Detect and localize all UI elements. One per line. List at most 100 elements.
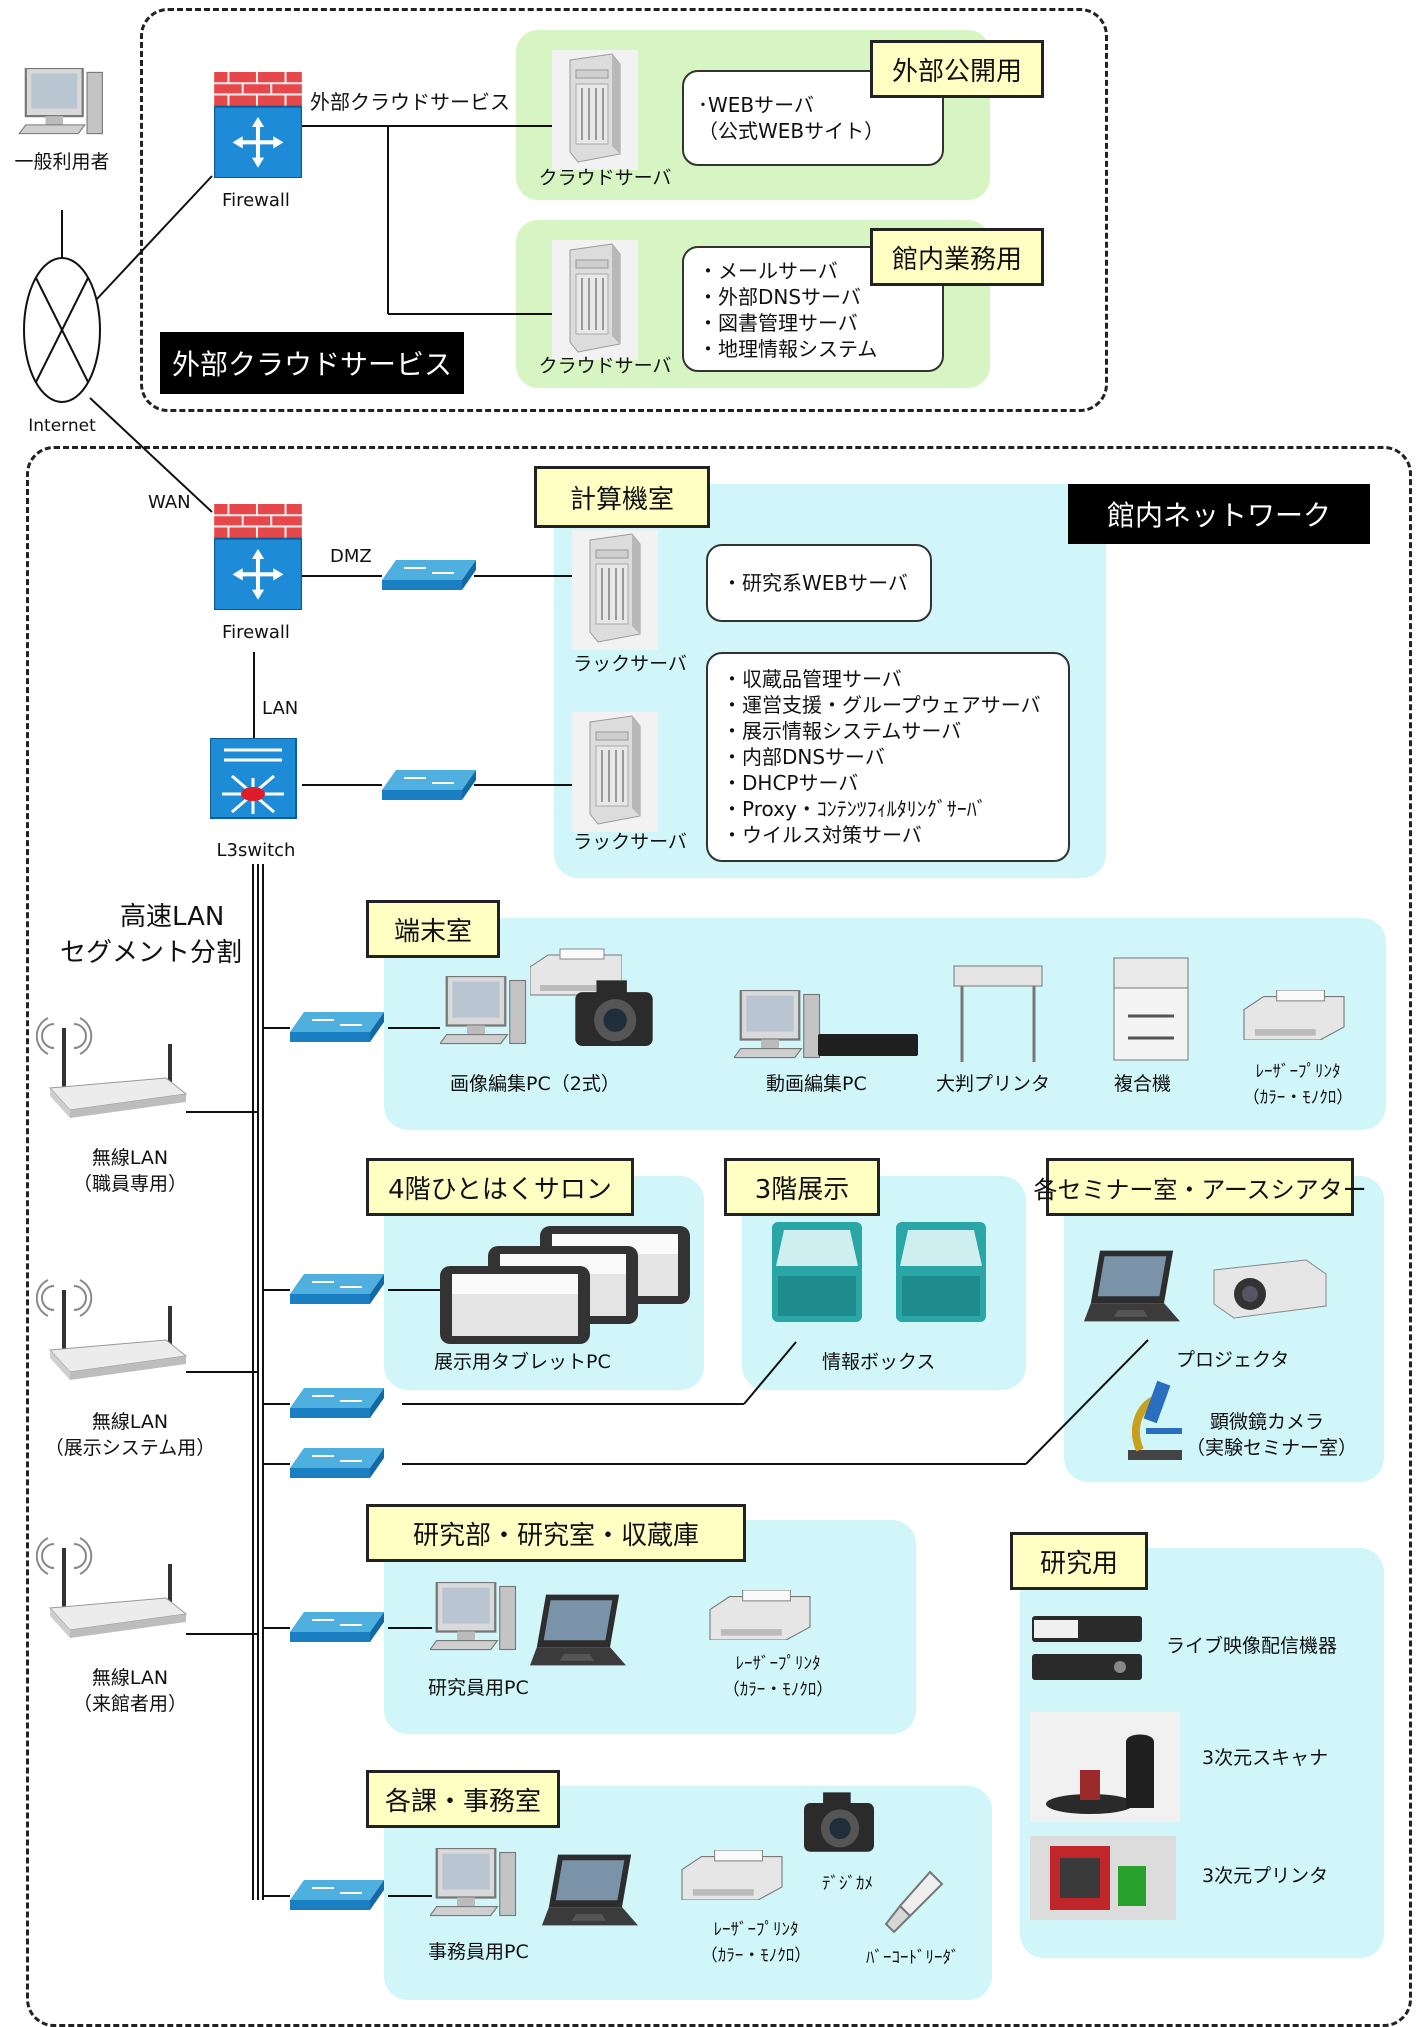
- rack1-service-item: ・研究系WEBサーバ: [722, 571, 908, 595]
- lan-region: [26, 446, 1412, 2027]
- public-cloud-server-label: クラウドサーバ: [538, 167, 672, 189]
- research-hub-icon: [290, 1612, 385, 1643]
- internal-cloud-server-label: クラウドサーバ: [538, 355, 672, 377]
- 3d-scanner-icon: [1030, 1712, 1180, 1822]
- dmz-hub-icon: [382, 560, 477, 591]
- study-title: 研究用: [1010, 1532, 1148, 1590]
- rack2-service-item: ・収蔵品管理サーバ: [722, 667, 902, 691]
- terminal-room-title: 端末室: [366, 900, 500, 958]
- office-printer-label: ﾚｰｻﾞｰﾌﾟﾘﾝﾀ: [713, 1920, 799, 1940]
- laser-printer-1-sub: （ｶﾗｰ・ﾓﾉｸﾛ）: [1242, 1088, 1354, 1108]
- mfp-icon: [1113, 957, 1189, 1061]
- l3switch-icon: [210, 738, 298, 820]
- salon-hub-icon: [290, 1274, 385, 1305]
- projector-icon: [1213, 1259, 1327, 1319]
- wireless-router-3-icon: [36, 1537, 187, 1639]
- wireless-router-2-icon: [36, 1279, 187, 1381]
- office-camera-icon: [804, 1792, 874, 1852]
- public-service-item: （公式WEBサイト）: [698, 119, 885, 143]
- internal-service-item: ・メールサーバ: [698, 259, 838, 283]
- camera-icon: [575, 980, 653, 1046]
- office-title: 各課・事務室: [366, 1770, 560, 1828]
- office-laptop-icon: [542, 1854, 638, 1926]
- image-pc-icon: [440, 976, 527, 1045]
- microscope-label: 顕微鏡カメラ: [1210, 1411, 1325, 1433]
- 3d-printer-label: 3次元プリンタ: [1202, 1865, 1329, 1887]
- wireless-2-sub: （展示システム用）: [44, 1437, 216, 1459]
- wireless-3-name: 無線LAN: [91, 1667, 169, 1689]
- laser-printer-1-label: ﾚｰｻﾞｰﾌﾟﾘﾝﾀ: [1255, 1062, 1341, 1082]
- cloud-region: [140, 8, 1108, 412]
- cloud-title: 外部クラウドサービス: [160, 332, 464, 394]
- research-printer-icon: [709, 1590, 811, 1640]
- internet-label: Internet: [28, 416, 96, 436]
- seminar-laptop-icon: [1084, 1250, 1180, 1322]
- dmz-label: DMZ: [330, 546, 372, 567]
- large-printer-label: 大判プリンタ: [936, 1073, 1051, 1095]
- public-service-item: ･WEBサーバ: [698, 93, 814, 117]
- rack-server-1-icon: [572, 530, 658, 650]
- tablet-label: 展示用タブレットPC: [434, 1351, 611, 1373]
- video-pc-label: 動画編集PC: [766, 1073, 867, 1095]
- rack2-service-item: ・内部DNSサーバ: [722, 745, 885, 769]
- live-streaming-label: ライブ映像配信機器: [1166, 1635, 1338, 1657]
- wireless-router-1-icon: [36, 1017, 187, 1119]
- terminal-hub-icon: [290, 1012, 385, 1043]
- wan-label: WAN: [148, 492, 191, 513]
- microscope-sub: （実験セミナー室）: [1186, 1437, 1358, 1459]
- infobox-2-icon: [896, 1222, 986, 1322]
- salon-title: 4階ひとはくサロン: [366, 1158, 634, 1216]
- video-pc-icon: [734, 990, 821, 1059]
- rack2-service-item: ・展示情報システムサーバ: [722, 719, 962, 743]
- rack-server-2-icon: [572, 712, 658, 832]
- rack2-service-item: ・DHCPサーバ: [722, 771, 859, 795]
- mfp-label: 複合機: [1114, 1073, 1172, 1095]
- cloud-firewall-label: Firewall: [222, 190, 290, 211]
- public-services-box: ･WEBサーバ （公式WEBサイト）: [682, 70, 944, 166]
- cloud-firewall-icon: [214, 72, 302, 178]
- lan-label: LAN: [262, 698, 299, 719]
- public-cloud-server-icon: [552, 50, 638, 170]
- research-pc-label: 研究員用PC: [428, 1677, 529, 1699]
- cloud-line-label: 外部クラウドサービス: [310, 90, 510, 114]
- research-laptop-icon: [530, 1594, 626, 1666]
- rack2-service-item: ・ウイルス対策サーバ: [722, 823, 922, 847]
- infobox-label: 情報ボックス: [822, 1351, 936, 1373]
- rack2-services-box: ・収蔵品管理サーバ ・運営支援・グループウェアサーバ ・展示情報システムサーバ …: [706, 652, 1070, 862]
- laser-printer-1-icon: [1243, 990, 1345, 1040]
- expo3-hub-icon: [290, 1388, 385, 1419]
- live-streaming-device-icon: [1032, 1616, 1142, 1680]
- video-deck-icon: [818, 1034, 918, 1056]
- public-tag: 外部公開用: [870, 40, 1044, 98]
- segment-label-1: 高速LAN: [120, 902, 225, 932]
- rack2-service-item: ・運営支援・グループウェアサーバ: [722, 693, 1041, 717]
- wireless-1-name: 無線LAN: [91, 1147, 169, 1169]
- office-pc-label: 事務員用PC: [428, 1941, 529, 1963]
- lan-firewall-label: Firewall: [222, 622, 290, 643]
- seminar-title: 各セミナー室・アースシアター: [1033, 1158, 1367, 1216]
- office-hub-icon: [290, 1880, 385, 1911]
- barcode-reader-label: ﾊﾞｰｺｰﾄﾞﾘｰﾀﾞ: [866, 1948, 960, 1968]
- office-pc-icon: [430, 1848, 517, 1917]
- machine-room-title: 計算機室: [534, 466, 710, 528]
- segment-label-2: セグメント分割: [60, 938, 243, 968]
- 3d-printer-icon: [1030, 1836, 1176, 1920]
- network-title: 館内ネットワーク: [1068, 484, 1370, 544]
- microscope-icon: [1128, 1380, 1182, 1460]
- research-title: 研究部・研究室・収蔵庫: [366, 1504, 746, 1562]
- lan-firewall-icon: [214, 504, 302, 610]
- user-pc-icon: [18, 68, 104, 135]
- seminar-hub-icon: [290, 1448, 385, 1479]
- research-printer-label: ﾚｰｻﾞｰﾌﾟﾘﾝﾀ: [735, 1654, 821, 1674]
- wireless-2-name: 無線LAN: [91, 1411, 169, 1433]
- l3-hub-icon: [382, 770, 477, 801]
- internal-tag: 館内業務用: [870, 228, 1044, 286]
- internal-cloud-server-icon: [552, 240, 638, 360]
- infobox-1-icon: [772, 1222, 862, 1322]
- office-camera-label: ﾃﾞｼﾞｶﾒ: [822, 1874, 873, 1894]
- internal-service-item: ・地理情報システム: [698, 337, 878, 361]
- wireless-3-sub: （来館者用）: [72, 1693, 187, 1715]
- research-printer-sub: （ｶﾗｰ・ﾓﾉｸﾛ）: [722, 1680, 834, 1700]
- expo3-title: 3階展示: [724, 1158, 880, 1216]
